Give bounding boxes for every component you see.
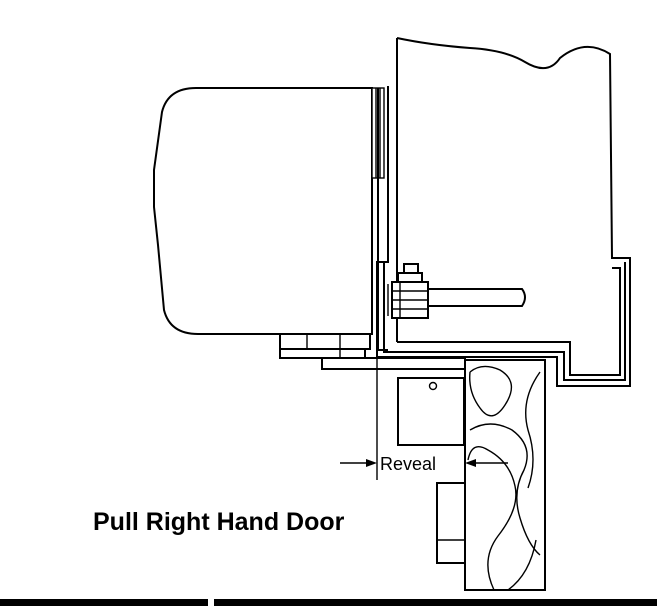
footer-rule-right [214, 599, 657, 606]
wood-door-section [464, 359, 546, 591]
mounting-bracket [397, 377, 465, 446]
door-frame-header [376, 37, 631, 387]
door-stop-block [436, 482, 466, 564]
diagram-caption: Pull Right Hand Door [93, 508, 345, 536]
reveal-arrow-left-icon [366, 459, 377, 467]
closer-arm-assembly [387, 263, 526, 319]
reveal-label: Reveal [380, 454, 436, 474]
reveal-dimension: Reveal [340, 357, 508, 480]
closer-body [153, 87, 385, 335]
mounting-plates [279, 333, 466, 370]
reveal-arrow-right-icon [465, 459, 476, 467]
footer-rule-left [0, 599, 208, 606]
